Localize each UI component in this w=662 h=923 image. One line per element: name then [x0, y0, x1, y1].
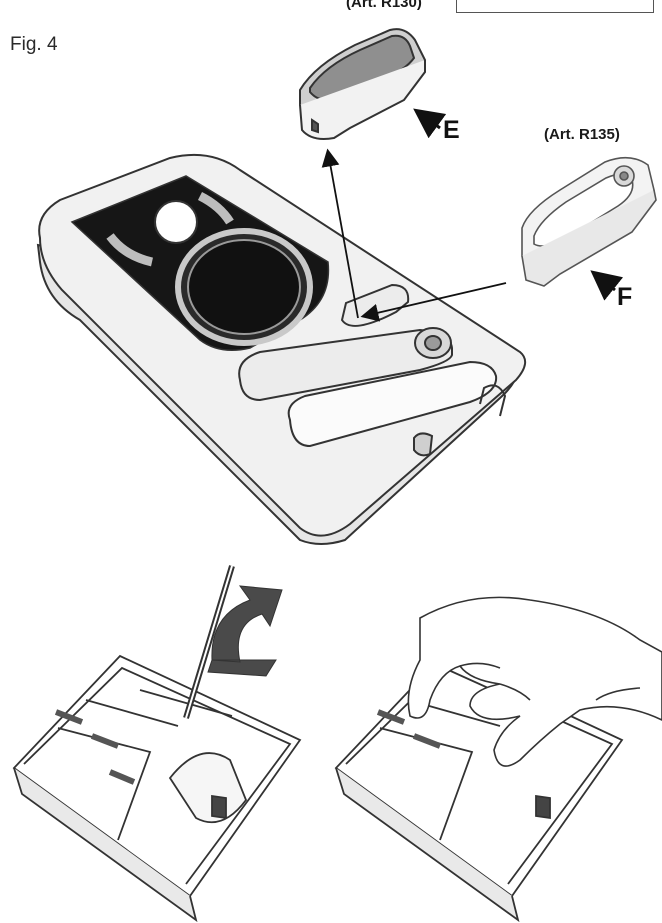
- cover-slots: [238, 283, 507, 457]
- direction-arrows: [321, 108, 624, 322]
- part-e-cap: [299, 28, 427, 140]
- arrow-to-e: [321, 148, 359, 319]
- article-label-r130: (Art. R130): [346, 0, 422, 11]
- drawer-left: [12, 654, 302, 923]
- figure-label: Fig. 4: [10, 34, 58, 55]
- pointer-e: [413, 108, 447, 139]
- knob-hole: [154, 200, 198, 244]
- control-panel: [70, 175, 330, 351]
- part-f-cap: [521, 156, 657, 287]
- hand-icon: [407, 596, 662, 767]
- curved-arrow-icon: [207, 585, 283, 677]
- header-box: [456, 0, 654, 13]
- arrow-from-f: [360, 282, 507, 322]
- pointer-f: [590, 270, 624, 301]
- screwdriver-icon: [183, 565, 235, 719]
- part-letter-e: E: [443, 116, 460, 144]
- article-label-r135: (Art. R135): [544, 126, 620, 143]
